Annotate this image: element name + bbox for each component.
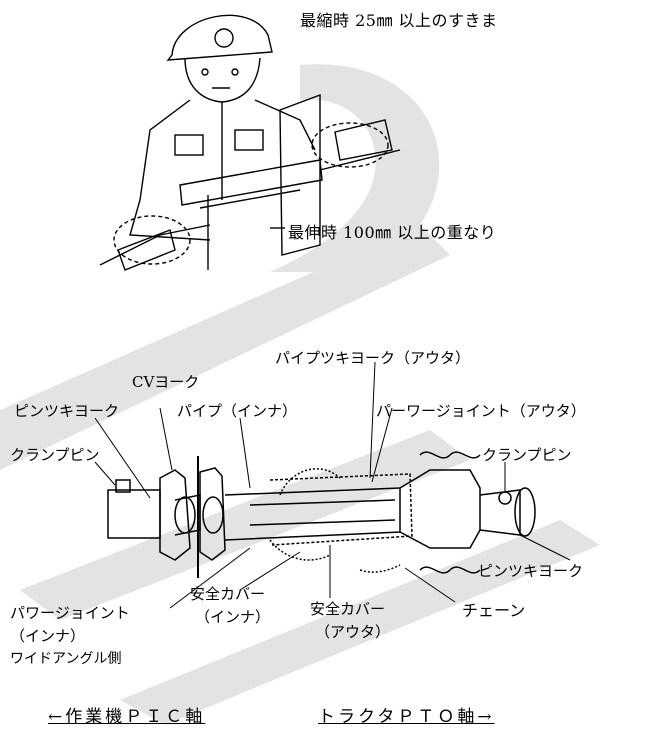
- label-pin-yoke-right: ピンツキヨーク: [478, 562, 584, 580]
- label-clamp-pin-right: クランプピン: [482, 446, 572, 464]
- label-safety-cover-outer-line1: 安全カバー: [310, 600, 386, 618]
- label-pipe-yoke-outer: パイプツキヨーク（アウタ）: [275, 349, 471, 367]
- label-clamp-pin-left: クランプピン: [10, 446, 100, 464]
- caption-min-clearance: 最縮時 25㎜ 以上のすきま: [300, 11, 498, 30]
- label-power-joint-inner-line1: パワージョイント: [10, 604, 130, 622]
- footer-tractor-side: トラクタＰＴＯ軸→: [318, 707, 495, 727]
- label-power-joint-outer: パーワージョイント（アウタ）: [376, 402, 586, 420]
- footer-implement-side: ←作業機ＰＩＣ軸: [48, 707, 206, 727]
- label-pipe-inner: パイプ（インナ）: [177, 402, 298, 420]
- label-safety-cover-outer-line2: （アウタ）: [315, 623, 391, 641]
- label-power-joint-inner-line2: （インナ）: [10, 627, 86, 645]
- label-safety-cover-inner-line1: 安全カバー: [190, 585, 266, 603]
- caption-max-overlap: 最伸時 100㎜ 以上の重なり: [288, 223, 497, 242]
- label-wide-angle-side: ワイドアングル側: [10, 651, 122, 667]
- label-cv-yoke: CVヨーク: [132, 373, 200, 391]
- label-safety-cover-inner-line2: （インナ）: [195, 608, 271, 626]
- label-pin-yoke-left: ピンツキヨーク: [14, 402, 120, 420]
- label-chain: チェーン: [462, 601, 526, 620]
